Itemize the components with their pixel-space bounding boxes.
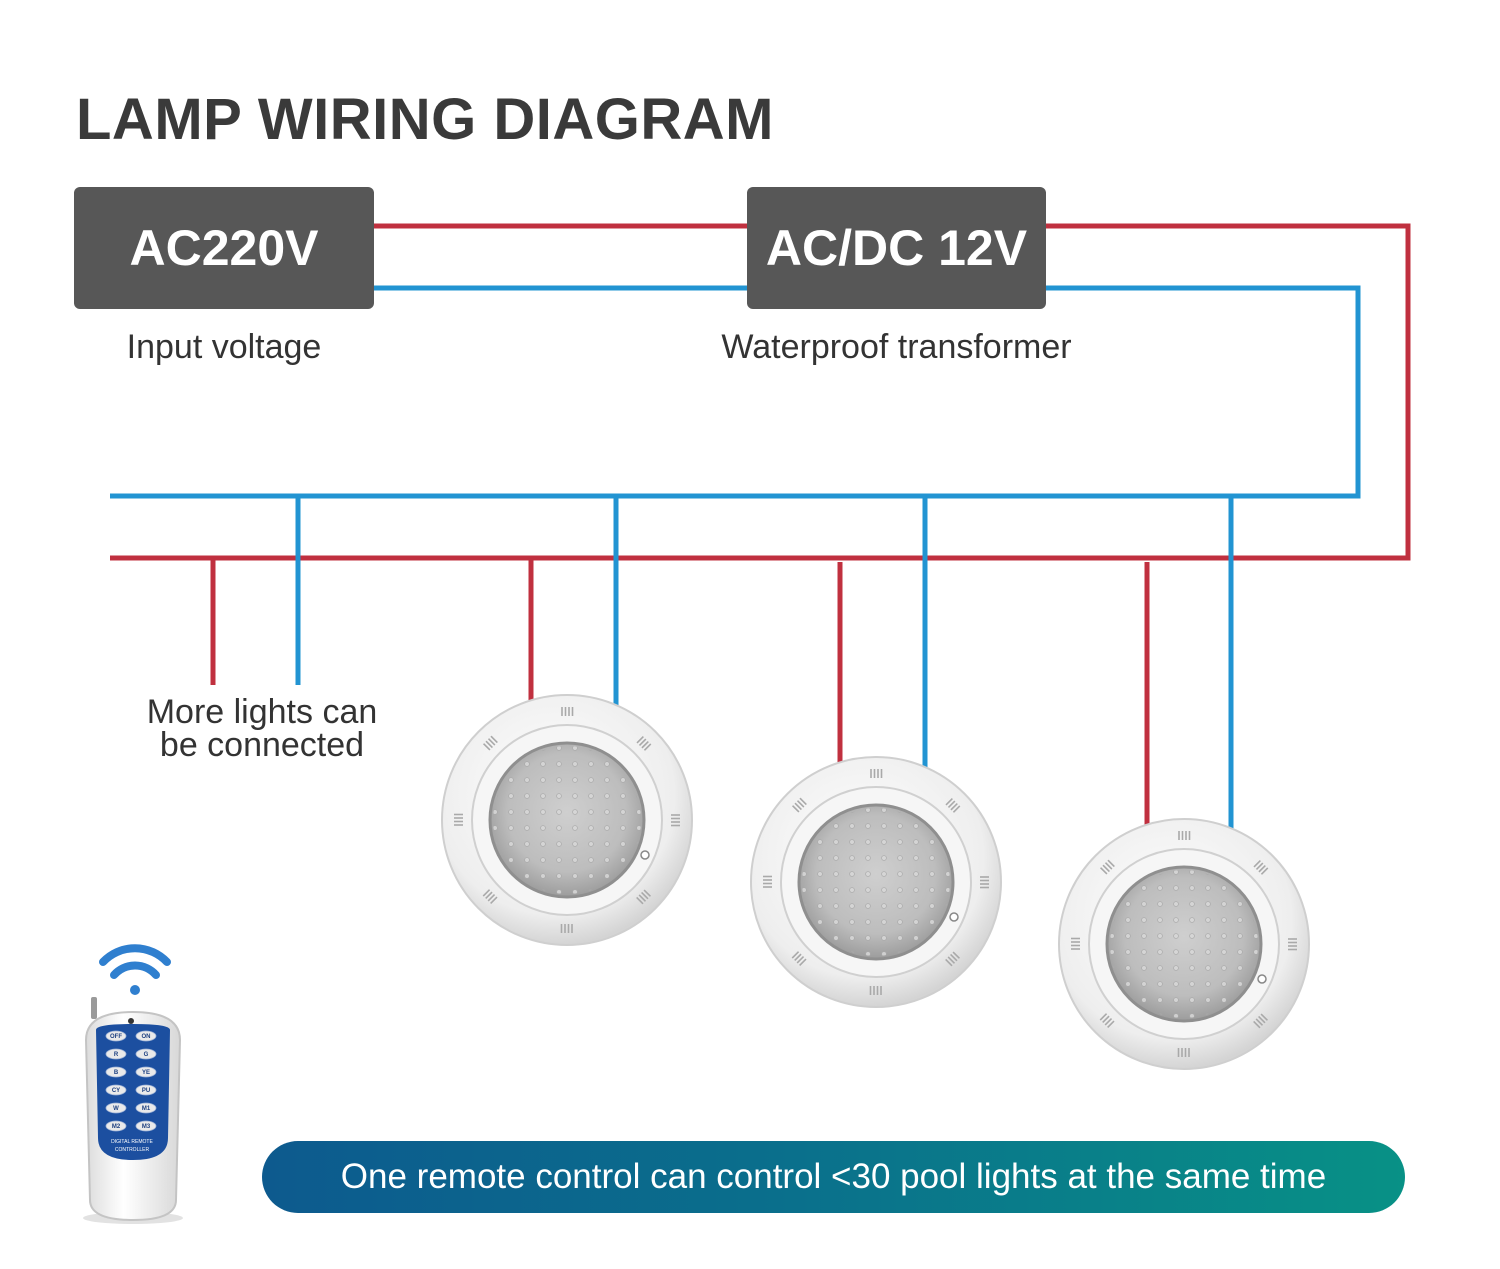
remote-button-off: OFF (110, 1034, 122, 1040)
input-voltage-label: AC220V (129, 220, 319, 276)
remote-button-r: R (114, 1052, 119, 1058)
more-lights-note: More lights can be connected (122, 693, 402, 764)
remote-label-line2: CONTROLLER (115, 1147, 150, 1153)
input-voltage-box: AC220V (74, 187, 374, 309)
remote-button-cy: CY (112, 1088, 120, 1094)
input-voltage-caption: Input voltage (126, 328, 322, 366)
remote-button-b: B (114, 1070, 119, 1076)
remote-info-banner: One remote control can control <30 pool … (262, 1141, 1405, 1213)
pool-light-icon (749, 755, 1003, 1009)
wifi-signal-icon (99, 944, 171, 995)
neutral-wire-output (110, 285, 1361, 499)
pool-light-icon (1057, 817, 1311, 1071)
more-lights-line-2: be connected (159, 726, 365, 764)
remote-label-line1: DIGITAL REMOTE (111, 1139, 153, 1145)
remote-control-icon: OFF ON R G B YE CY PU W M1 M2 M3 DIGITAL… (83, 997, 183, 1224)
remote-button-ye: YE (142, 1070, 150, 1076)
banner-text: One remote control can control <30 pool … (340, 1157, 1327, 1196)
remote-button-m3: M3 (142, 1124, 151, 1130)
pool-light-icon (440, 693, 694, 947)
live-wire-output (110, 223, 1411, 561)
transformer-box: AC/DC 12V (747, 187, 1046, 309)
remote-button-pu: PU (142, 1088, 150, 1094)
diagram-title: LAMP WIRING DIAGRAM (76, 87, 774, 152)
remote-button-m2: M2 (112, 1124, 121, 1130)
remote-button-on: ON (142, 1034, 151, 1040)
transformer-label: AC/DC 12V (765, 220, 1028, 276)
transformer-caption: Waterproof transformer (721, 328, 1072, 366)
remote-button-w: W (113, 1106, 119, 1112)
more-lights-line-1: More lights can (146, 693, 378, 731)
remote-button-g: G (144, 1052, 149, 1058)
remote-button-m1: M1 (142, 1106, 151, 1112)
